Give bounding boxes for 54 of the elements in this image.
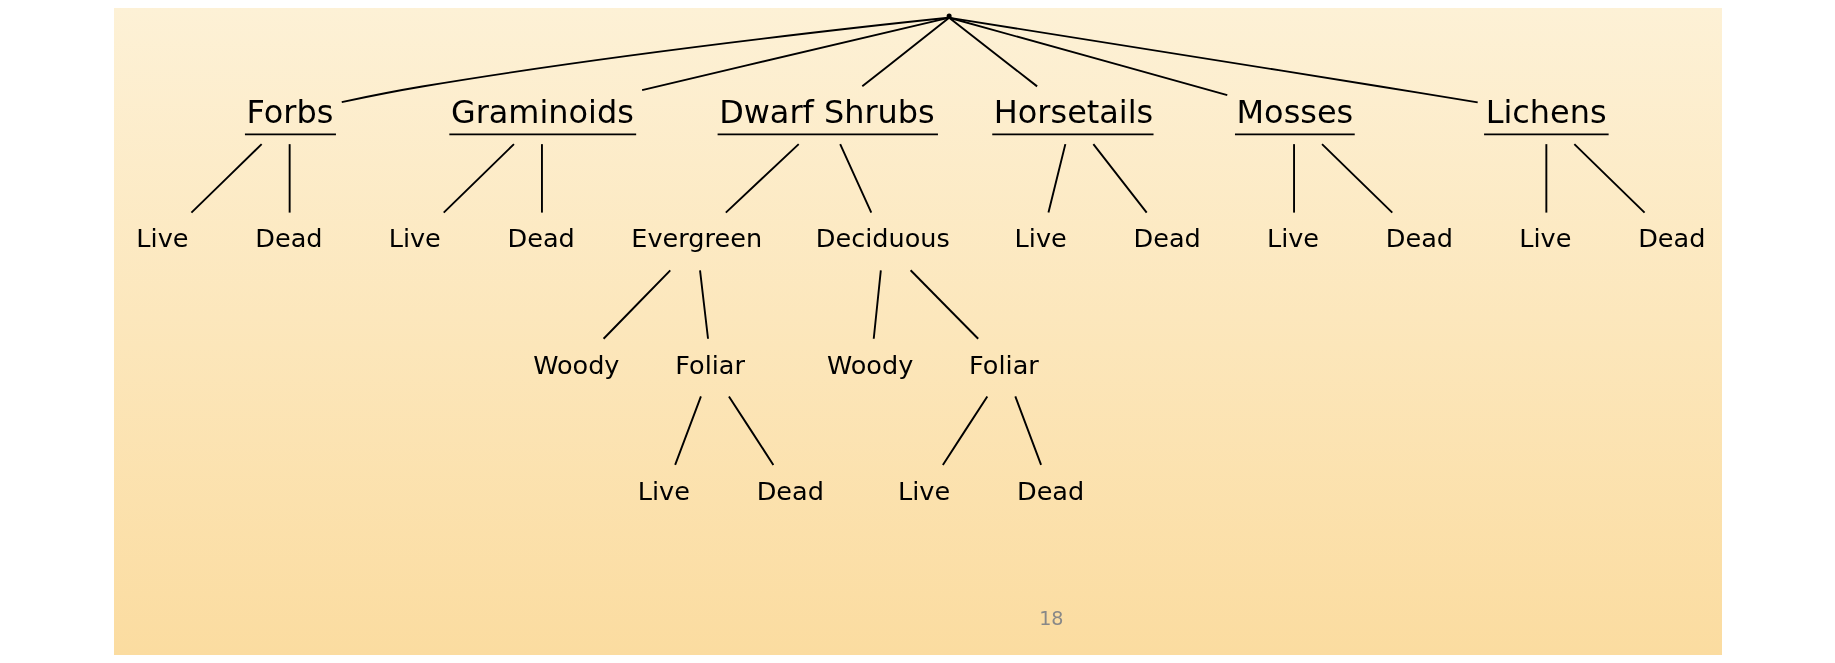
node-text: Foliar xyxy=(968,349,1039,380)
node-text: Live xyxy=(135,223,188,254)
connector xyxy=(1292,143,1295,214)
node-text: Live xyxy=(1014,223,1067,254)
node-text: Forbs xyxy=(246,93,333,132)
connector xyxy=(909,269,979,340)
connector xyxy=(724,143,800,214)
connector xyxy=(1544,143,1547,214)
connector xyxy=(1572,143,1646,214)
connector xyxy=(948,17,1228,97)
connector xyxy=(189,143,263,214)
connector xyxy=(602,269,671,340)
connector xyxy=(288,143,291,214)
connector xyxy=(442,143,515,214)
node-text: Live xyxy=(1518,223,1571,254)
connector xyxy=(838,143,872,214)
connector xyxy=(340,16,949,104)
node-text: Graminoids xyxy=(450,93,634,132)
node-text: Woody xyxy=(532,349,619,380)
node-text: Live xyxy=(1266,223,1319,254)
node-text: Dead xyxy=(1637,223,1705,254)
node-text: Live xyxy=(897,475,950,506)
node-text: Woody xyxy=(826,349,913,380)
node-text: Dead xyxy=(1016,475,1084,506)
connector xyxy=(941,395,988,466)
node-text: Dwarf Shrubs xyxy=(718,93,935,132)
node-text: Live xyxy=(637,475,690,506)
connector xyxy=(673,395,702,466)
label: 18 xyxy=(1038,606,1064,630)
connector xyxy=(540,143,543,214)
connector xyxy=(948,17,1038,88)
connector xyxy=(698,269,709,340)
connector xyxy=(1047,143,1066,214)
connector xyxy=(727,395,774,466)
node-text: Dead xyxy=(507,223,575,254)
connector xyxy=(872,269,882,340)
node-text: Lichens xyxy=(1485,93,1607,132)
connector xyxy=(640,16,949,91)
node-text: Deciduous xyxy=(815,223,950,254)
node-text: Live xyxy=(388,223,441,254)
node-text: Evergreen xyxy=(630,223,762,254)
connector xyxy=(1091,143,1148,214)
node-text: Dead xyxy=(1133,223,1201,254)
node-text: Dead xyxy=(756,475,824,506)
node-text: Mosses xyxy=(1236,93,1353,132)
connector xyxy=(1013,395,1042,466)
node-text: Dead xyxy=(254,223,323,254)
connector xyxy=(948,16,1479,104)
node-text: Horsetails xyxy=(993,93,1153,132)
connector xyxy=(860,17,950,88)
connector xyxy=(1320,143,1393,214)
node-text: Dead xyxy=(1385,223,1453,254)
node-point xyxy=(946,13,952,19)
node-text: Foliar xyxy=(674,349,745,380)
